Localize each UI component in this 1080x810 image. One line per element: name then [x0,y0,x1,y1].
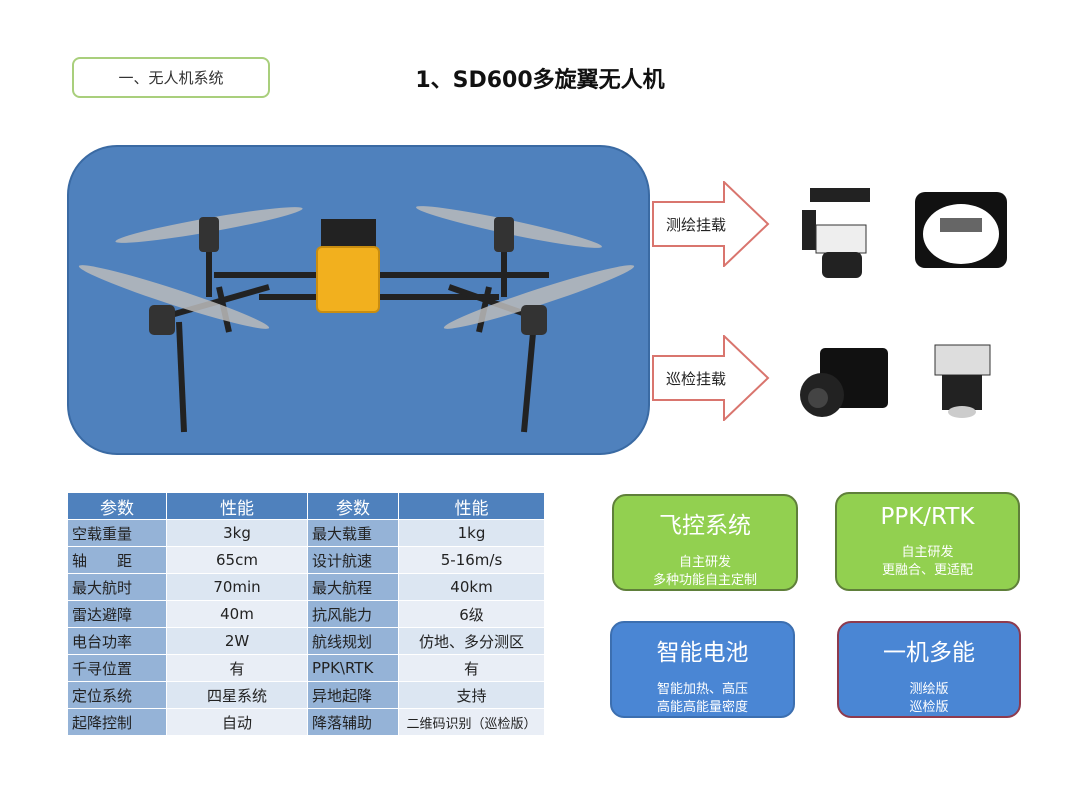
param-value-cell: 65cm [166,546,308,574]
feature-title: PPK/RTK [880,504,975,530]
feature-title: 飞控系统 [659,513,751,539]
feature-line: 更融合、更适配 [881,563,973,578]
section-label: 一、无人机系统 [72,57,270,98]
feature-line: 巡检版 [909,700,949,715]
param-value-cell: 6级 [398,600,545,628]
header-performance: 性能 [398,492,545,520]
page-title: 1、SD600多旋翼无人机 [415,68,665,93]
mount-label: 巡检挂载 [666,370,727,388]
table-row: 起降控制自动降落辅助二维码识别（巡检版） [67,708,545,736]
feature-line: 高能高能量密度 [656,700,748,715]
param-name-cell: 异地起降 [307,681,399,709]
param-name-cell: 空载重量 [67,519,167,547]
param-name-cell: 最大航程 [307,573,399,601]
mount-row-surveying: 测绘挂载 [652,179,770,271]
drone-illustration [78,206,635,433]
inspection-camera-icon [800,348,888,417]
arrow-right-icon [652,333,770,423]
feature-card-flight-control: 飞控系统 自主研发多种功能自主定制 [612,494,798,591]
feature-line: 测绘版 [909,682,949,697]
zoom-camera-icon [934,344,991,418]
arrow-right-icon [652,179,770,269]
feature-title: 一机多能 [883,640,975,666]
param-name-cell: 航线规划 [307,627,399,655]
param-value-cell: 3kg [166,519,308,547]
param-value-cell: 有 [166,654,308,682]
param-value-cell: 1kg [398,519,545,547]
feature-line: 智能加热、高压 [656,682,748,697]
param-value-cell: 70min [166,573,308,601]
header-performance: 性能 [166,492,308,520]
mount-row-inspection: 巡检挂载 [652,333,770,425]
drone-photo [67,145,650,455]
feature-card-ppk-rtk: PPK/RTK 自主研发更融合、更适配 [835,492,1020,591]
param-value-cell: 仿地、多分测区 [398,627,545,655]
param-value-cell: 40km [398,573,545,601]
param-name-cell: PPK\RTK [307,654,399,682]
header-param: 参数 [307,492,399,520]
mount-label: 测绘挂载 [666,216,727,234]
param-value-cell: 支持 [398,681,545,709]
param-value-cell: 有 [398,654,545,682]
header-param: 参数 [67,492,167,520]
payload-images [800,188,1007,418]
param-name-cell: 轴 距 [67,546,167,574]
camera-module-icon [915,192,1007,268]
feature-line: 多种功能自主定制 [652,573,757,588]
param-value-cell: 自动 [166,708,308,736]
param-name-cell: 设计航速 [307,546,399,574]
param-name-cell: 雷达避障 [67,600,167,628]
feature-line: 自主研发 [901,545,954,560]
param-name-cell: 最大航时 [67,573,167,601]
param-value-cell: 四星系统 [166,681,308,709]
param-name-cell: 最大载重 [307,519,399,547]
table-header-row: 参数 性能 参数 性能 [67,492,545,520]
param-value-cell: 二维码识别（巡检版） [398,708,545,736]
param-value-cell: 2W [166,627,308,655]
feature-title: 智能电池 [656,640,749,666]
feature-card-smart-battery: 智能电池 智能加热、高压高能高能量密度 [610,621,795,718]
feature-line: 自主研发 [678,555,731,570]
param-name-cell: 千寻位置 [67,654,167,682]
param-value-cell: 5-16m/s [398,546,545,574]
param-name-cell: 抗风能力 [307,600,399,628]
param-value-cell: 40m [166,600,308,628]
param-name-cell: 定位系统 [67,681,167,709]
param-name-cell: 电台功率 [67,627,167,655]
param-name-cell: 降落辅助 [307,708,399,736]
table-row: 定位系统四星系统异地起降支持 [67,681,545,709]
feature-card-multi-function: 一机多能 测绘版巡检版 [837,621,1021,718]
param-name-cell: 起降控制 [67,708,167,736]
surveying-camera-icon [802,188,870,278]
